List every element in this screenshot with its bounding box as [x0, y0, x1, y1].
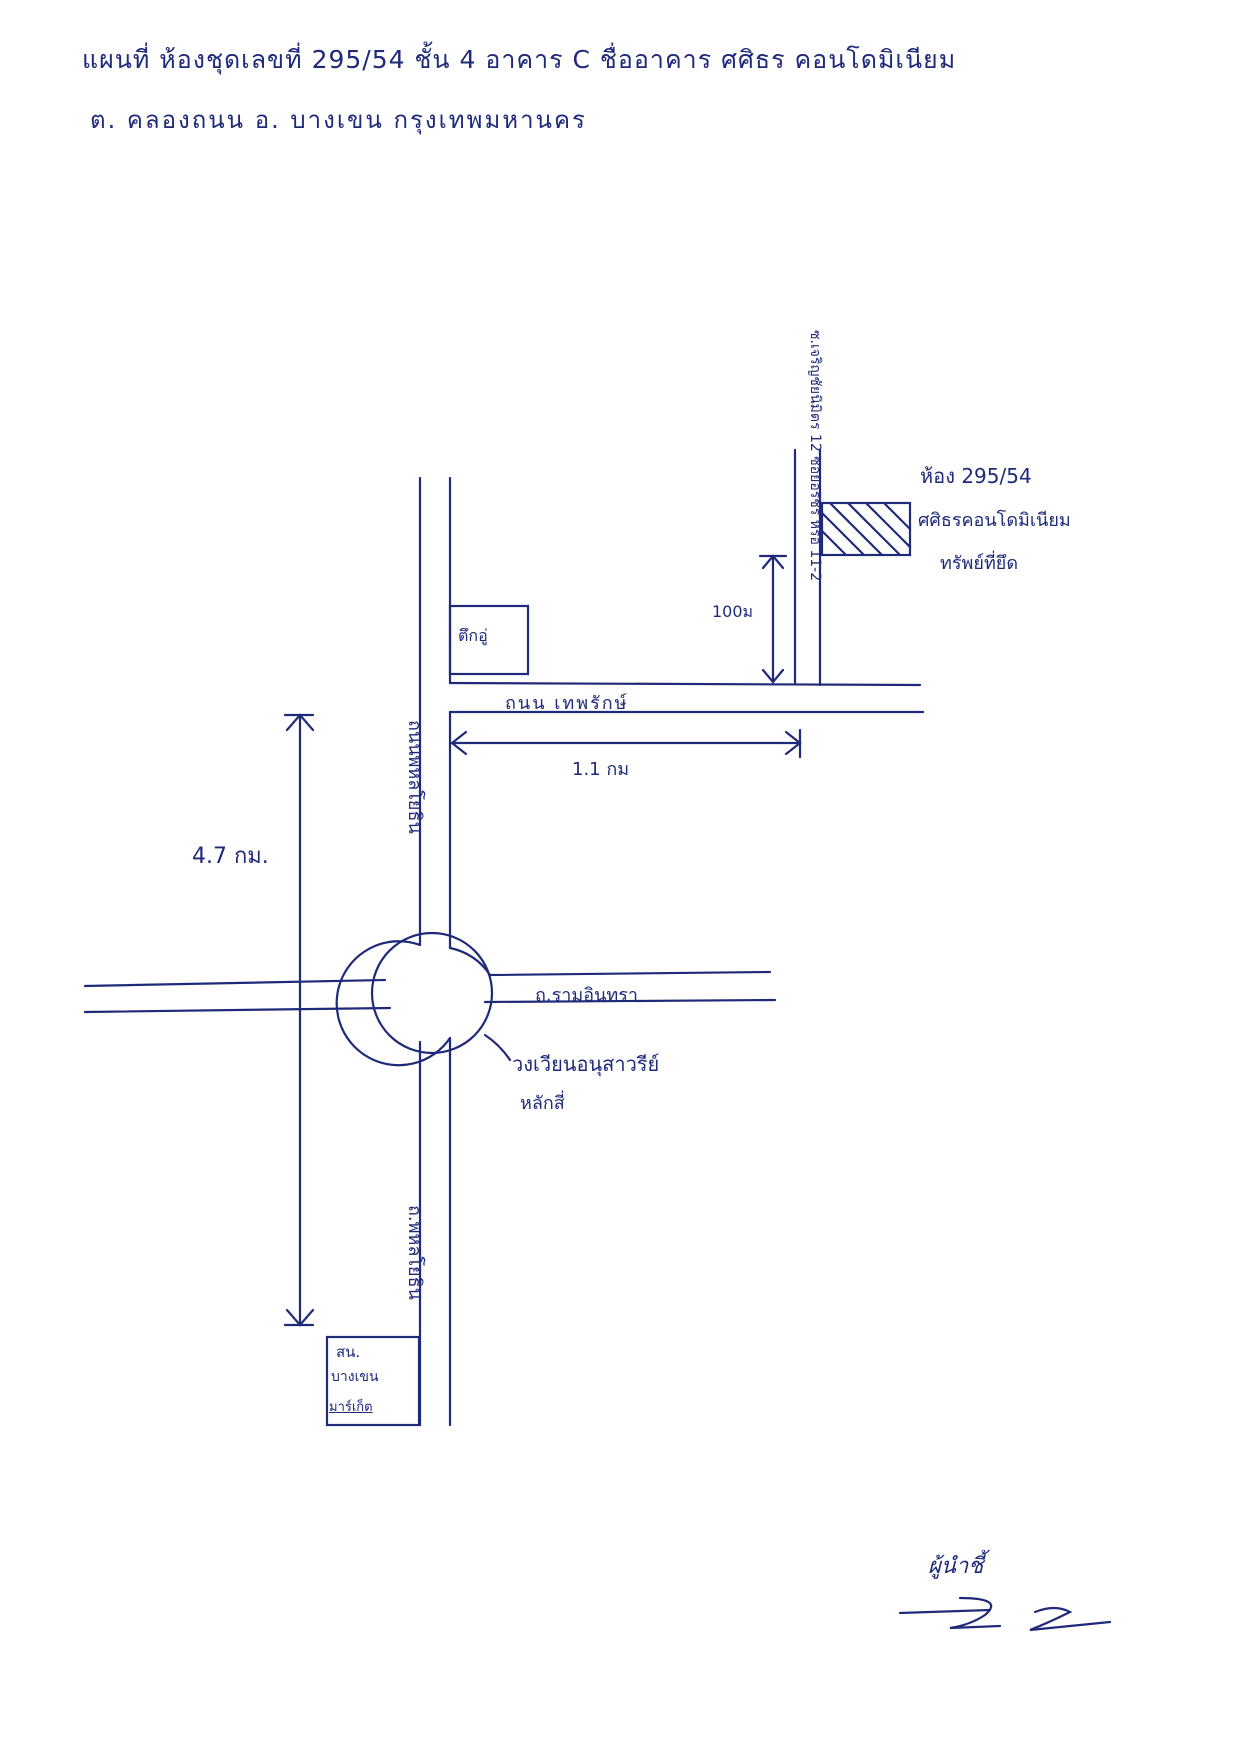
destination-label-3: ทรัพย์ที่ยึด [940, 553, 1019, 574]
destination-label-1: ห้อง 295/54 [920, 464, 1032, 488]
soi-label: ซ.เจริญชัยนิมิตร 12 ซอยอรชร หรือ 11-2 [807, 330, 823, 582]
header-line-1: แผนที่ ห้องชุดเลขที่ 295/54 ชั้น 4 อาคาร… [82, 45, 957, 74]
road-label-ramindra: ถ.รามอินทรา [535, 985, 639, 1006]
road-label-east: ถนน เทพรักษ์ [505, 693, 629, 714]
roundabout-leader [483, 1033, 512, 1062]
road-label-main-north: ถนนพหลโยธิน [404, 720, 425, 834]
shop-label: ตึกอู่ [458, 626, 488, 645]
ramindra-north-edge [488, 970, 772, 977]
signature-mark [898, 1596, 1112, 1632]
west-road-south-edge [83, 1006, 392, 1014]
destination-building [820, 501, 912, 557]
ramindra-south-edge [483, 998, 777, 1004]
corner-box-label-2: บางเขน [331, 1369, 379, 1385]
roundabout-label-2: หลักสี่ [520, 1093, 565, 1114]
shop-box [448, 604, 530, 676]
distance-soi-label: 100ม [712, 602, 754, 621]
signature-text: ผู้นำชี้ [928, 1554, 984, 1579]
corner-box [325, 1335, 421, 1427]
header-line-2: ต. คลองถนน อ. บางเขน กรุงเทพมหานคร [90, 106, 587, 134]
corner-box-label-3: มาร์เก็ต [329, 1400, 373, 1415]
distance-total-label: 4.7 กม. [192, 844, 269, 869]
destination-label-2: ศศิธรคอนโดมิเนียม [918, 510, 1071, 531]
roundabout [370, 931, 494, 1055]
distance-east-label: 1.1 กม [572, 759, 630, 780]
corner-box-label-1: สน. [336, 1343, 361, 1361]
roundabout-circle [335, 940, 492, 1067]
road-label-main-south: ถ.พหลโยธิน [404, 1205, 425, 1300]
roundabout-label-1: วงเวียนอนุสาวรีย์ [512, 1052, 660, 1076]
west-road-north-edge [83, 978, 387, 988]
east-road-north-edge [448, 681, 922, 687]
